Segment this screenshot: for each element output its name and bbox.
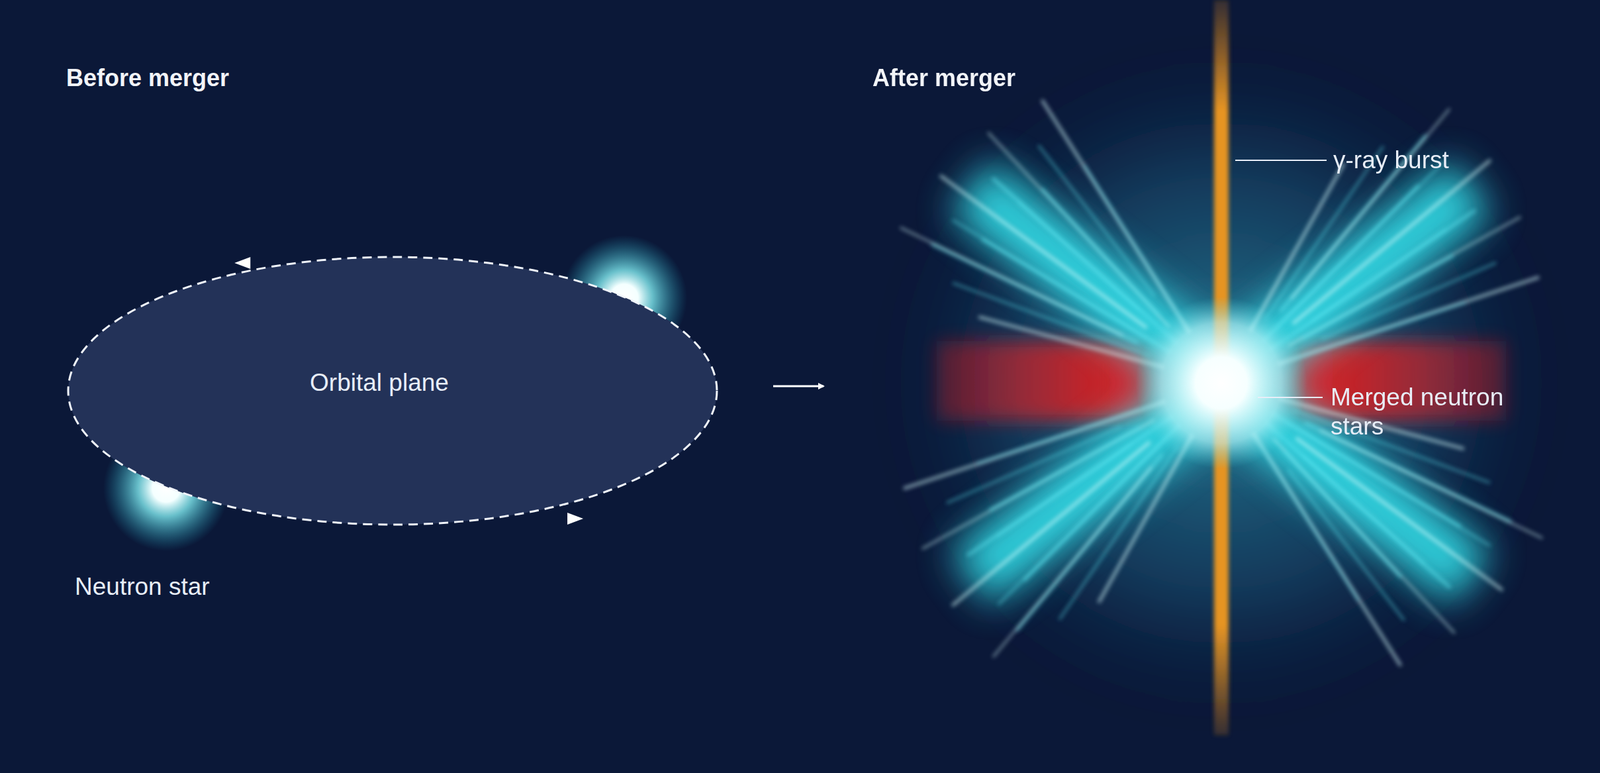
panel-title: After merger — [872, 63, 1016, 93]
orbital-plane-ellipse: Orbital plane — [66, 254, 719, 527]
callout-label: Merged neutron stars — [1330, 382, 1530, 442]
panel-title: Before merger — [66, 63, 230, 93]
node-label: Orbital plane — [309, 368, 449, 397]
star-label: Neutron star — [74, 571, 210, 602]
callout-label: γ-ray burst — [1333, 145, 1450, 175]
